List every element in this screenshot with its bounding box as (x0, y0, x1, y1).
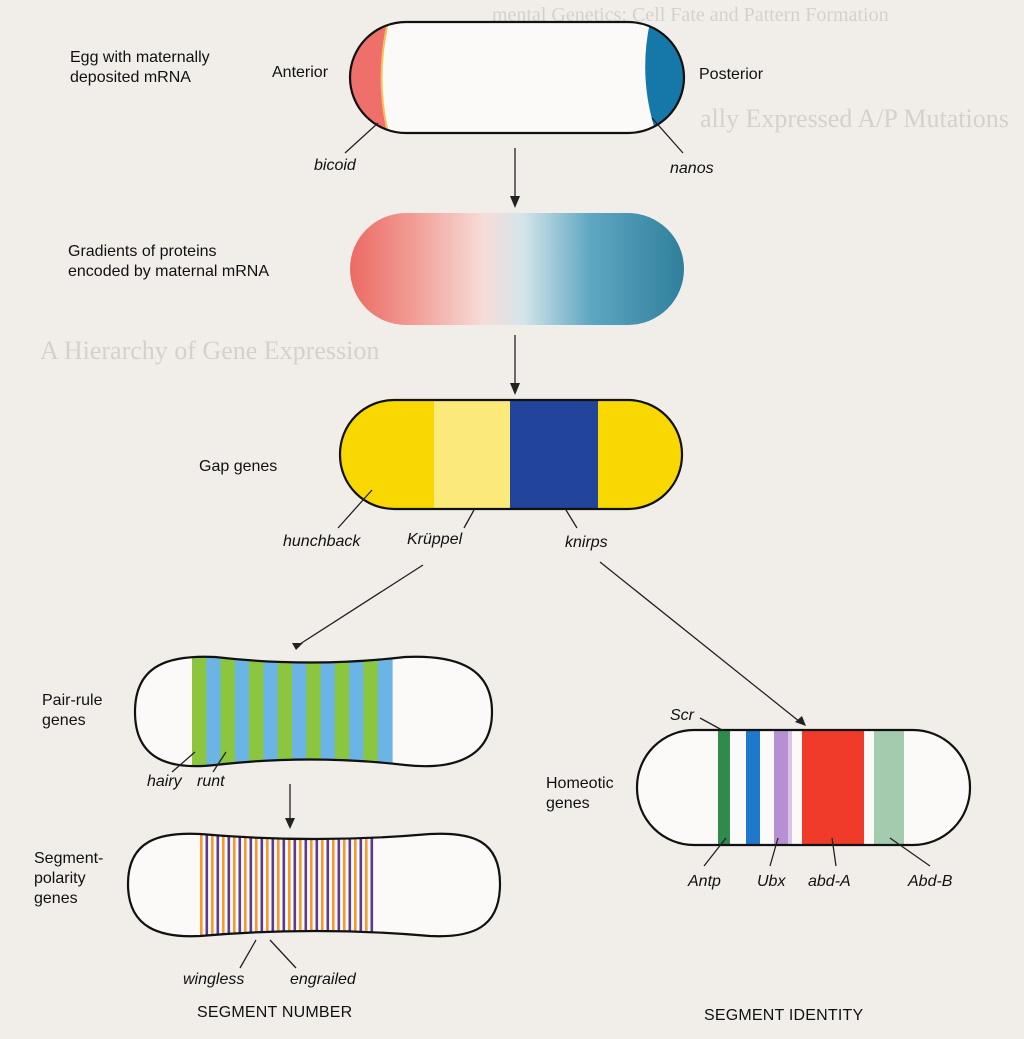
ubx-label: Ubx (757, 873, 786, 890)
bicoid-label: bicoid (314, 157, 356, 174)
bleed-through-heading: A Hierarchy of Gene Expression (40, 336, 380, 365)
segment-polarity-stripe (271, 833, 275, 937)
segment-polarity-stripe (233, 833, 236, 937)
segment-polarity-stripe (282, 833, 286, 937)
posterior-yellow-band (598, 400, 682, 509)
segment-polarity-stripe (260, 833, 264, 937)
hunchback-label: hunchback (283, 533, 361, 550)
engrailed-label: engrailed (290, 971, 356, 988)
scr-label: Scr (670, 707, 694, 724)
bleed-through-header: mental Genetics: Cell Fate and Pattern F… (492, 4, 889, 26)
segment-polarity-embryo (126, 832, 502, 938)
anterior-mrna-patch (350, 22, 388, 133)
pair-rule-stripe (220, 656, 236, 767)
pair-rule-stripe (349, 656, 364, 767)
pair-rule-stripe (192, 656, 207, 767)
pair-rule-stripe (363, 656, 379, 767)
gradient-embryo (350, 213, 684, 325)
segment-polarity-stripe (304, 833, 308, 937)
antp-label: Antp (688, 873, 721, 890)
nanos-label: nanos (670, 160, 714, 177)
segment-polarity-stripe (288, 833, 291, 937)
pair-rule-embryo (133, 655, 494, 768)
arrowhead-to-gap (510, 383, 520, 395)
arrowhead-to-segment-polarity (285, 818, 295, 829)
segment-polarity-stripe (321, 833, 324, 937)
arrowhead-to-homeotic (795, 716, 806, 726)
segment-polarity-label: Segment- polarity genes (34, 850, 104, 907)
segment-polarity-stripe (238, 833, 242, 937)
egg-embryo (348, 20, 686, 135)
gradient-label: Gradients of proteins encoded by materna… (68, 243, 269, 280)
pair-rule-stripe (234, 656, 250, 767)
abd-a-band (802, 730, 864, 845)
scr-band (718, 730, 730, 845)
segment-polarity-stripe (200, 833, 203, 937)
segment-polarity-stripe (326, 833, 330, 937)
segment-polarity-stripe (205, 833, 209, 937)
segment-polarity-stripe (216, 833, 220, 937)
hairy-label: hairy (147, 773, 182, 790)
homeotic-embryo (635, 728, 972, 847)
pair-rule-stripe (277, 656, 293, 767)
abd-b-label: Abd-B (908, 873, 953, 890)
segment-polarity-stripe (343, 833, 346, 937)
homeotic-label: Homeotic genes (546, 775, 614, 812)
arrowhead-to-pair-rule (292, 643, 303, 650)
anterior-mrna-rim (380, 22, 389, 133)
segment-polarity-stripe (227, 833, 231, 937)
gap-genes-label: Gap genes (199, 458, 278, 475)
anterior-label: Anterior (272, 64, 329, 81)
knirps-band (510, 400, 598, 509)
pair-rule-stripe (377, 656, 393, 767)
bleed-through-section: ally Expressed A/P Mutations (700, 104, 1009, 133)
segment-polarity-stripe (370, 833, 374, 937)
pair-rule-label: Pair-rule genes (42, 692, 103, 729)
runt-label: runt (197, 773, 225, 790)
segment-polarity-stripe (222, 833, 225, 937)
wingless-label: wingless (183, 971, 245, 988)
segment-polarity-stripe (293, 833, 297, 937)
abd-a-label: abd-A (808, 873, 851, 890)
kruppel-band (434, 400, 510, 509)
segment-polarity-stripe (249, 833, 253, 937)
segment-polarity-stripe (211, 833, 214, 937)
posterior-label: Posterior (699, 66, 764, 83)
segment-identity-caption: SEGMENT IDENTITY (704, 1007, 864, 1024)
gap-genes-embryo (338, 398, 684, 511)
pair-rule-stripe (263, 656, 279, 767)
pair-rule-stripe (306, 656, 322, 767)
segment-polarity-stripe (365, 833, 368, 937)
segment-polarity-stripe (255, 833, 258, 937)
segment-polarity-stripe (310, 833, 313, 937)
arrowhead-to-gradient (510, 196, 520, 208)
segment-polarity-stripe (332, 833, 335, 937)
posterior-mrna-patch (645, 22, 684, 133)
pair-rule-stripe (320, 656, 336, 767)
segment-polarity-stripe (277, 833, 280, 937)
segment-polarity-stripe (244, 833, 247, 937)
connector-lines (171, 117, 931, 969)
ubx-band (774, 730, 788, 845)
segment-number-caption: SEGMENT NUMBER (197, 1004, 353, 1021)
segment-polarity-stripe (359, 833, 363, 937)
segment-polarity-stripe (315, 833, 319, 937)
arrowheads (285, 196, 806, 829)
egg-label: Egg with maternally deposited mRNA (70, 49, 210, 86)
pair-rule-stripe (206, 656, 222, 767)
kruppel-label: Krüppel (407, 531, 463, 548)
segment-polarity-stripe (266, 833, 269, 937)
segment-polarity-stripe (337, 833, 341, 937)
ubx-band-edge (788, 730, 792, 845)
segment-polarity-stripe (299, 833, 302, 937)
abd-b-band (874, 730, 904, 845)
pair-rule-stripe (292, 656, 307, 767)
pair-rule-stripe (334, 656, 350, 767)
pair-rule-stripe (249, 656, 264, 767)
segment-polarity-stripe (348, 833, 352, 937)
knirps-label: knirps (565, 534, 608, 551)
antp-band (746, 730, 760, 845)
segment-polarity-stripe (354, 833, 357, 937)
